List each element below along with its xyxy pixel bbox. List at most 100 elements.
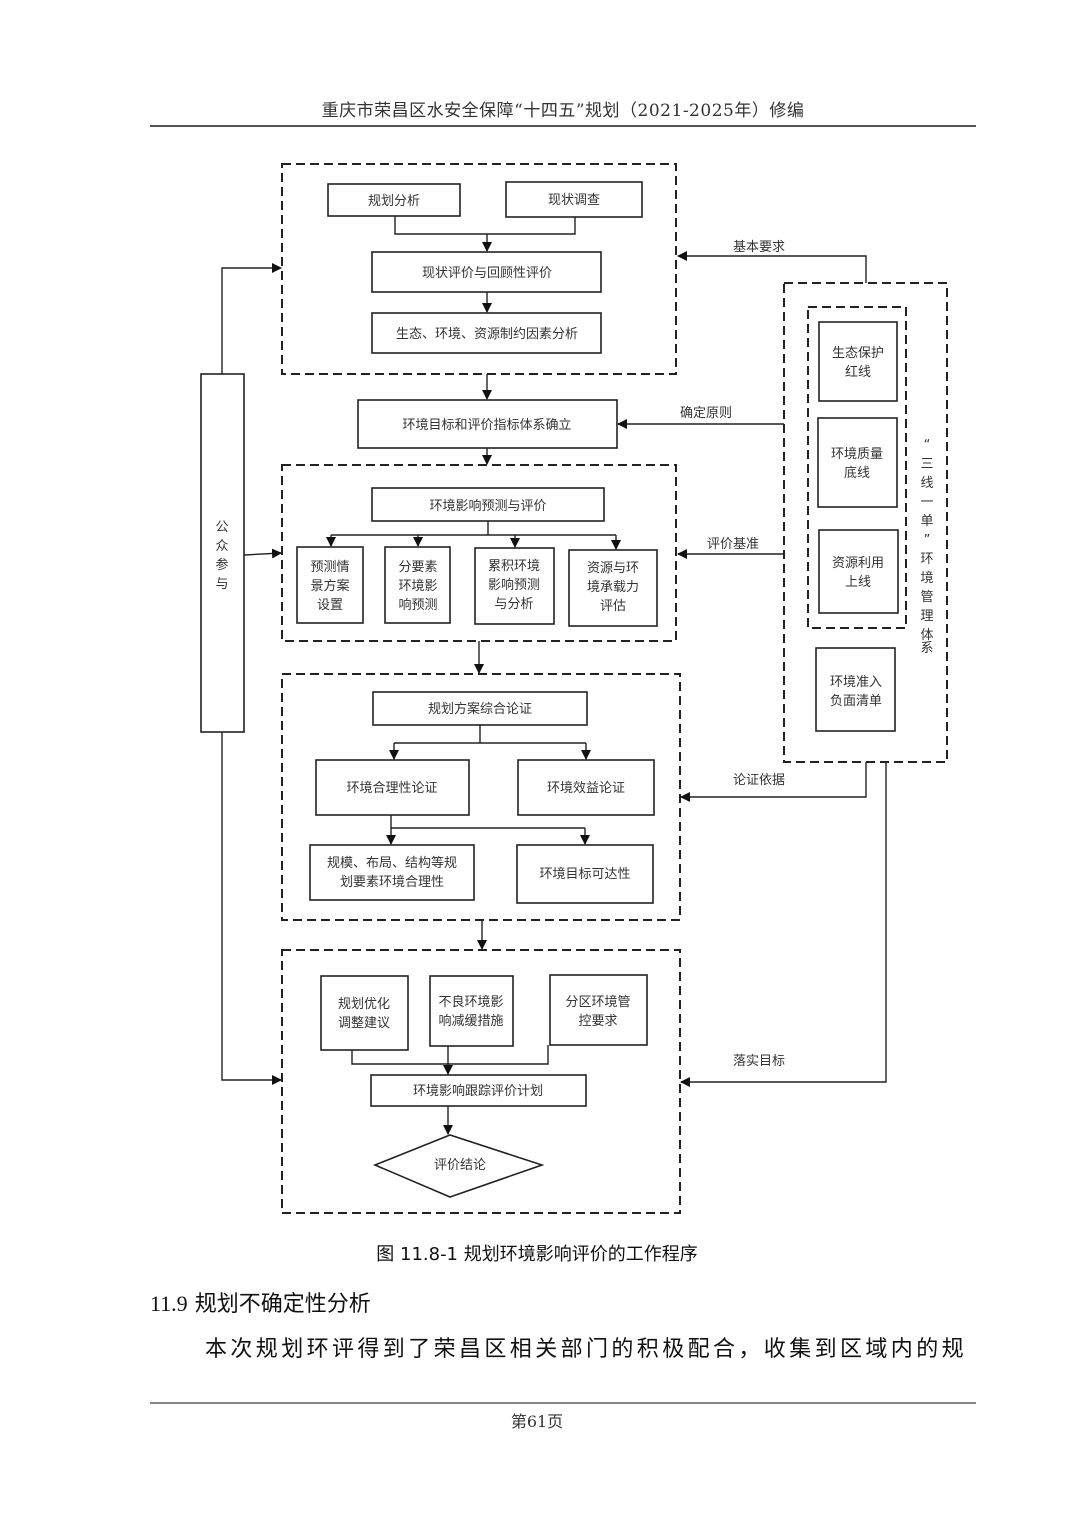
text-benefit: 环境效益论证 [547,781,625,796]
public-participation-label: 公 众 参 与 [215,520,228,592]
box-optimize-2 [429,975,514,1047]
box-constraint-analysis [371,312,602,354]
box-negative-list [815,647,896,732]
svg-text:”: ” [924,533,931,548]
svg-text:不良环境影: 不良环境影 [438,994,503,1010]
negative-list-label: 环境准入 负面清单 [830,675,882,709]
resource-ceiling-label: 资源利用 上线 [832,556,884,590]
svg-text:境承载力: 境承载力 [587,580,639,595]
svg-text:设置: 设置 [317,598,343,613]
text-conclusion: 评价结论 [434,1158,486,1173]
label-basic-requirements: 基本要求 [733,240,785,255]
box-benefit [517,759,655,816]
text-elements-line2: 划要素环境合理性 [340,875,444,890]
svg-text:环境准入: 环境准入 [830,675,882,690]
group-three-lines-system [783,282,948,763]
svg-text:影响预测: 影响预测 [488,577,540,593]
body-paragraph: 本次规划环评得到了荣昌区相关部门的积极配合，收集到区域内的规 [205,1337,968,1362]
label-demonstration-basis: 论证依据 [733,773,785,788]
box-impact-item-2 [384,546,451,624]
workflow-diagram: 规划分析 现状调查 现状评价与回顾性评价 生态、环境、资源制约因素分析 环境目标… [200,163,948,1214]
box-rationality [315,759,470,816]
svg-text:预测情: 预测情 [310,560,349,575]
optimize-item-1-label: 规划优化 调整建议 [338,997,390,1031]
text-status-evaluation: 现状评价与回顾性评价 [422,266,552,281]
svg-text:评估: 评估 [600,599,626,614]
label-implement-targets: 落实目标 [733,1054,785,1069]
optimize-item-2-label: 不良环境影 响减缓措施 [438,994,503,1029]
svg-text:境: 境 [920,571,933,586]
svg-text:分要素: 分要素 [398,560,437,575]
impact-item-3-label: 累积环境 影响预测 与分析 [488,559,540,612]
box-optimize-1 [320,975,409,1051]
svg-text:规划优化: 规划优化 [338,997,390,1012]
label-evaluation-baseline: 评价基准 [707,537,759,552]
box-quality-floor [817,417,898,508]
svg-text:与分析: 与分析 [494,597,533,612]
svg-text:景方案: 景方案 [310,578,349,594]
text-constraint-analysis: 生态、环境、资源制约因素分析 [396,327,578,342]
svg-text:生态保护: 生态保护 [832,346,884,361]
svg-text:环境质量: 环境质量 [831,447,883,462]
svg-text:调整建议: 调整建议 [338,1016,390,1031]
text-rationality: 环境合理性论证 [346,781,437,796]
svg-text:底线: 底线 [844,465,870,481]
text-impact-title: 环境影响预测与评价 [429,498,546,514]
group-status-analysis [281,163,677,375]
svg-text:系: 系 [920,641,933,656]
svg-text:理: 理 [920,609,933,624]
svg-text:参: 参 [215,557,228,573]
svg-text:环境影: 环境影 [398,579,437,594]
svg-text:三: 三 [920,457,933,472]
text-elements-line1: 规模、布局、结构等规 [327,855,457,871]
svg-text:上线: 上线 [845,575,871,590]
three-lines-system-label: “ 三 线 一 单 ” 环 境 管 理 体 系 [920,438,933,656]
footer-divider [150,1402,976,1404]
section-number: 11.9 [150,1291,188,1316]
box-red-line [818,321,898,402]
text-scheme-title: 规划方案综合论证 [428,701,532,717]
impact-item-2-label: 分要素 环境影 响预测 [398,560,437,613]
text-target-system: 环境目标和评价指标体系确立 [402,418,571,433]
svg-text:负面清单: 负面清单 [830,694,882,709]
svg-text:众: 众 [215,539,228,554]
svg-text:累积环境: 累积环境 [488,559,540,574]
group-optimization [281,949,681,1214]
text-planning-analysis: 规划分析 [368,194,420,209]
svg-text:资源利用: 资源利用 [832,556,884,571]
svg-text:管: 管 [920,590,933,605]
svg-text:环: 环 [920,552,933,567]
section-heading: 11.9 规划不确定性分析 [150,1286,371,1318]
section-title: 规划不确定性分析 [194,1292,371,1317]
page-number: 第61页 [510,1412,564,1431]
red-line-label: 生态保护 红线 [832,346,884,380]
optimize-item-3-label: 分区环境管 控要求 [565,995,630,1029]
quality-floor-label: 环境质量 底线 [831,447,883,481]
svg-text:单: 单 [920,514,933,529]
figure-caption: 图 11.8-1 规划环境影响评价的工作程序 [376,1244,698,1265]
impact-item-1-label: 预测情 景方案 设置 [310,560,349,613]
box-elements [309,844,475,901]
svg-text:控要求: 控要求 [578,1014,617,1029]
text-status-survey: 现状调查 [548,193,600,208]
header-divider [150,125,976,127]
svg-text:响预测: 响预测 [398,597,437,613]
box-conclusion [372,1134,545,1198]
box-impact-item-3 [474,547,555,625]
svg-text:“: “ [924,438,931,453]
box-status-survey [505,181,643,218]
svg-text:一: 一 [920,495,933,510]
text-tracking-plan: 环境影响跟踪评价计划 [413,1083,543,1099]
box-resource-ceiling [818,529,899,614]
label-determine-principles: 确定原则 [680,406,732,421]
svg-text:红线: 红线 [845,364,871,380]
text-achievability: 环境目标可达性 [539,867,630,882]
svg-text:响减缓措施: 响减缓措施 [438,1013,503,1029]
group-impact-prediction [281,464,677,642]
svg-text:分区环境管: 分区环境管 [565,995,630,1010]
svg-text:资源与环: 资源与环 [587,561,639,576]
impact-item-4-label: 资源与环 境承载力 评估 [587,561,639,614]
svg-text:体: 体 [920,628,933,643]
box-optimize-3 [549,974,648,1046]
svg-text:公: 公 [215,520,228,535]
